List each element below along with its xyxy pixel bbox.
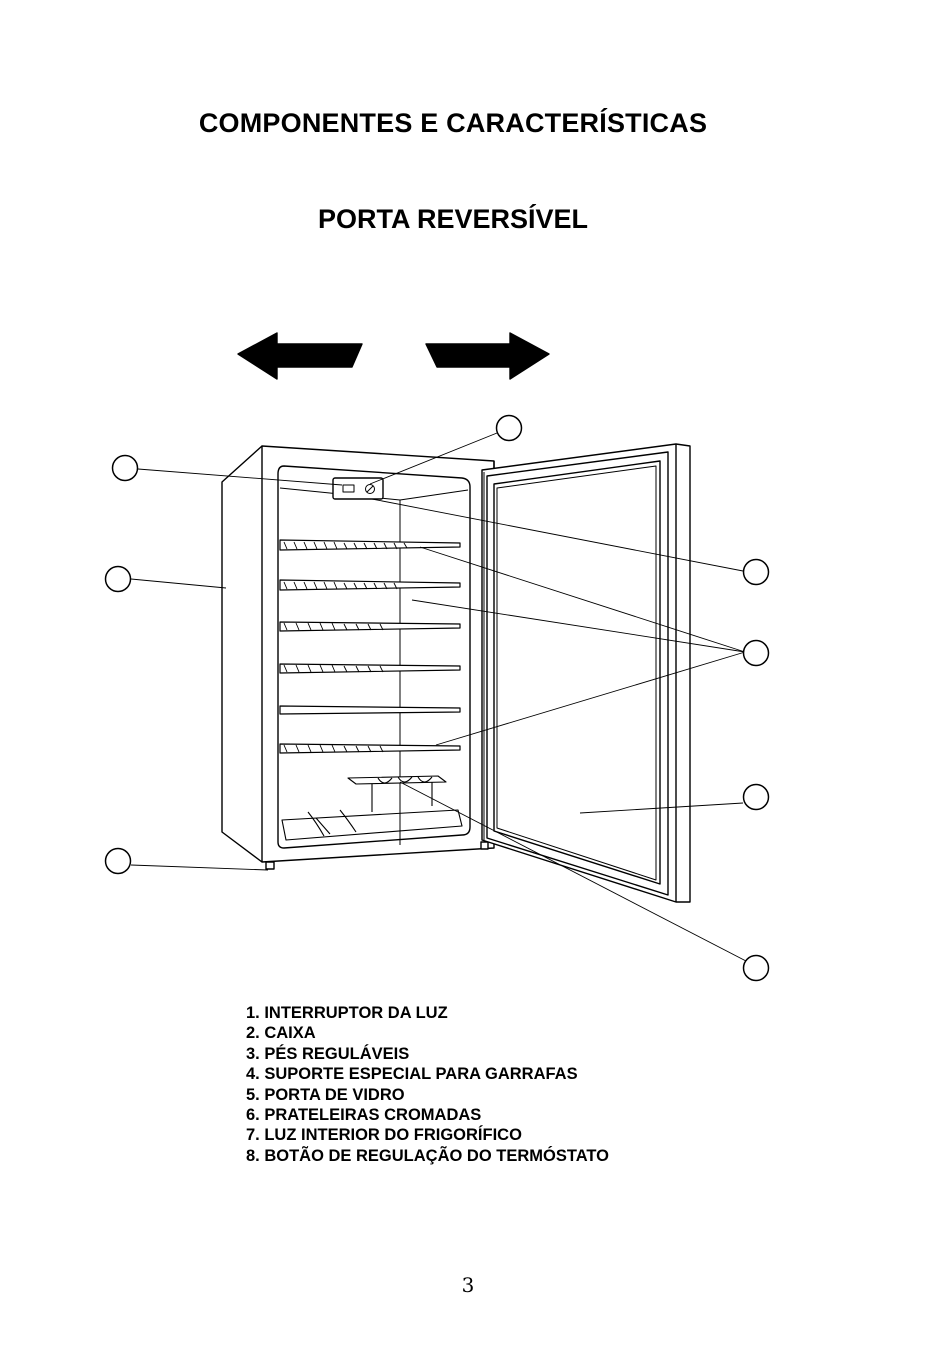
callout-left-lower [106, 849, 131, 874]
page-number: 3 [0, 1273, 928, 1297]
callout-left-upper [113, 456, 138, 481]
legend-item: 1. INTERRUPTOR DA LUZ [246, 1003, 609, 1023]
callout-right-2 [744, 641, 769, 666]
bottle-rack [282, 776, 462, 840]
page-title: COMPONENTES E CARACTERÍSTICAS [0, 108, 906, 139]
callout-top [497, 416, 522, 441]
arrow-right-icon [426, 333, 549, 379]
arrow-left-icon [238, 333, 362, 379]
legend-item: 5. PORTA DE VIDRO [246, 1085, 609, 1105]
control-panel [333, 478, 383, 499]
callout-right-4 [744, 956, 769, 981]
legend-item: 4. SUPORTE ESPECIAL PARA GARRAFAS [246, 1064, 609, 1084]
legend-item: 2. CAIXA [246, 1023, 609, 1043]
cabinet [222, 446, 494, 862]
component-legend: 1. INTERRUPTOR DA LUZ 2. CAIXA 3. PÉS RE… [246, 1003, 609, 1166]
glass-door [482, 444, 690, 902]
legend-item: 3. PÉS REGULÁVEIS [246, 1044, 609, 1064]
section-subtitle: PORTA REVERSÍVEL [0, 204, 906, 235]
callout-right-1 [744, 560, 769, 585]
wine-cooler-diagram [0, 300, 928, 1000]
legend-item: 8. BOTÃO DE REGULAÇÃO DO TERMÓSTATO [246, 1146, 609, 1166]
legend-item: 6. PRATELEIRAS CROMADAS [246, 1105, 609, 1125]
legend-item: 7. LUZ INTERIOR DO FRIGORÍFICO [246, 1125, 609, 1145]
callout-left-middle [106, 567, 131, 592]
callout-right-3 [744, 785, 769, 810]
chrome-shelves [280, 540, 460, 753]
